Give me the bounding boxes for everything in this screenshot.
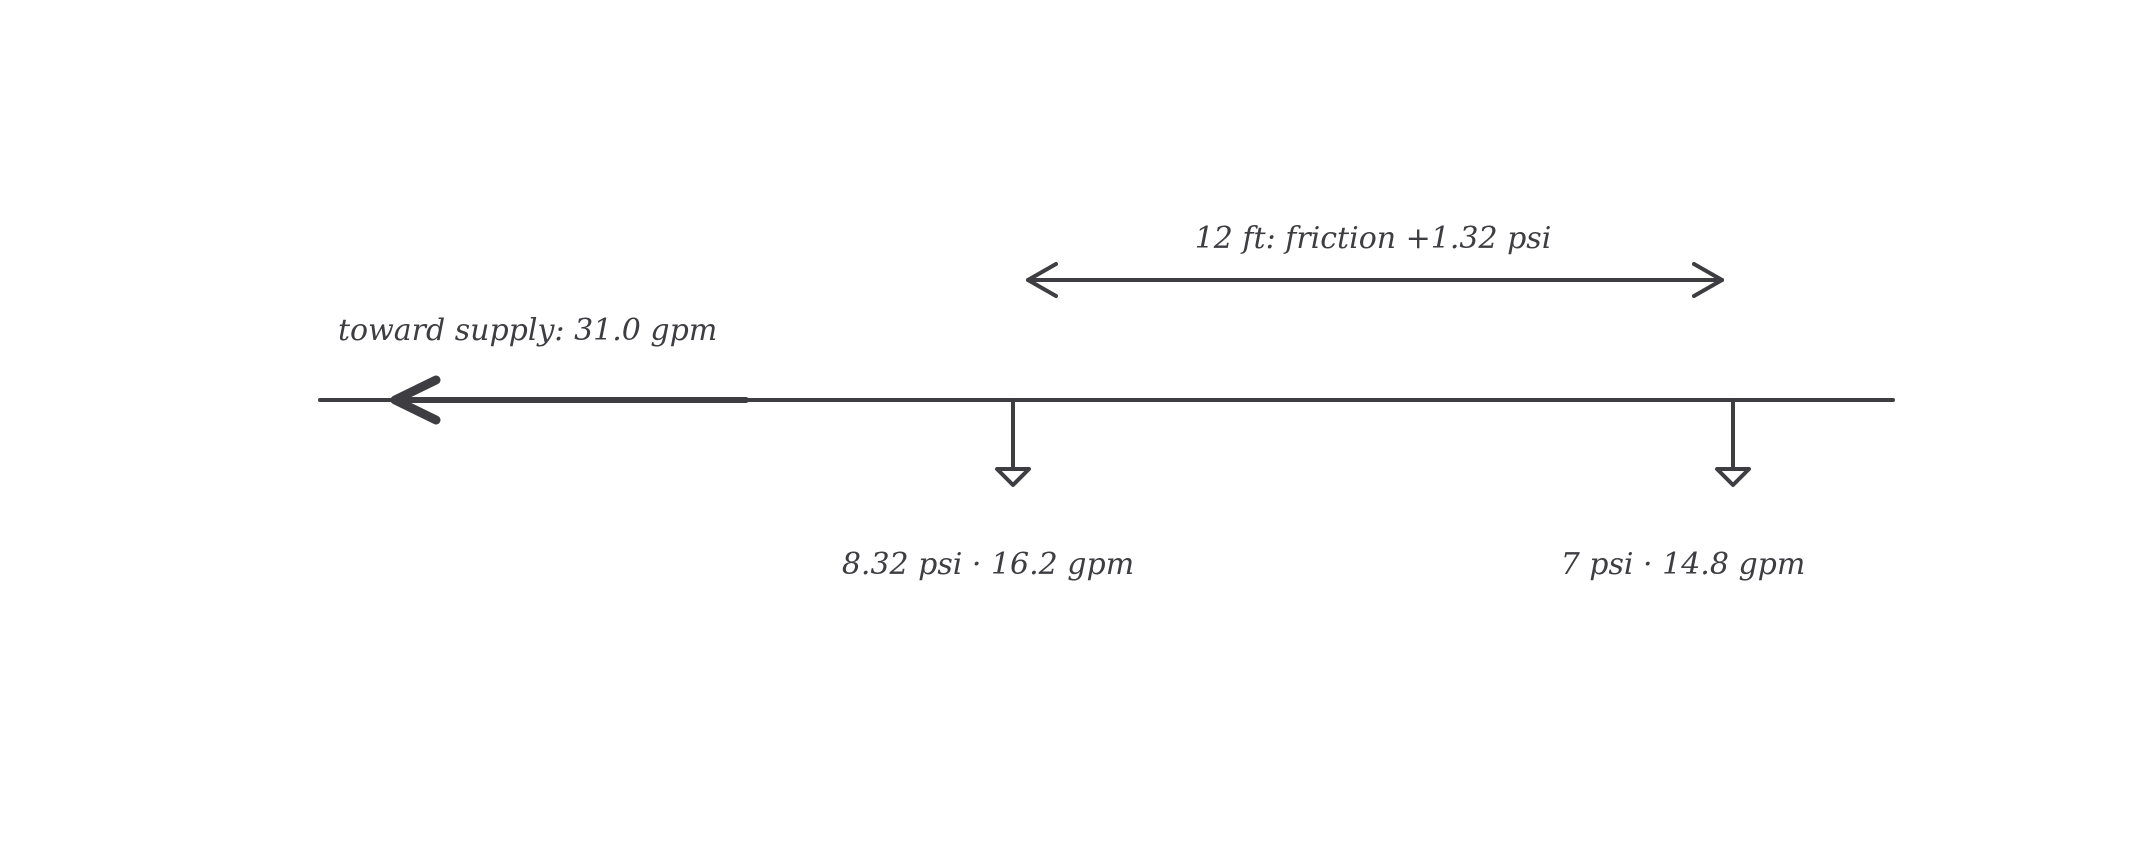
outlet-left-label: 8.32 psi · 16.2 gpm [842,547,1134,582]
outlet-right-triangle-icon [1715,467,1751,487]
dimension-left-arrowhead [1026,262,1058,298]
supply-flow-arrowhead [390,375,441,425]
friction-label: 12 ft: friction +1.32 psi [1195,221,1552,256]
outlet-left [995,398,1031,487]
outlet-left-triangle-icon [995,467,1031,487]
supply-flow-arrow [390,375,749,425]
supply-flow-label: toward supply: 31.0 gpm [338,313,717,348]
dimension-right-arrowhead [1692,262,1724,298]
outlet-right [1715,398,1751,487]
friction-dimension-arrow [1026,262,1724,298]
outlet-right-label: 7 psi · 14.8 gpm [1561,547,1806,582]
